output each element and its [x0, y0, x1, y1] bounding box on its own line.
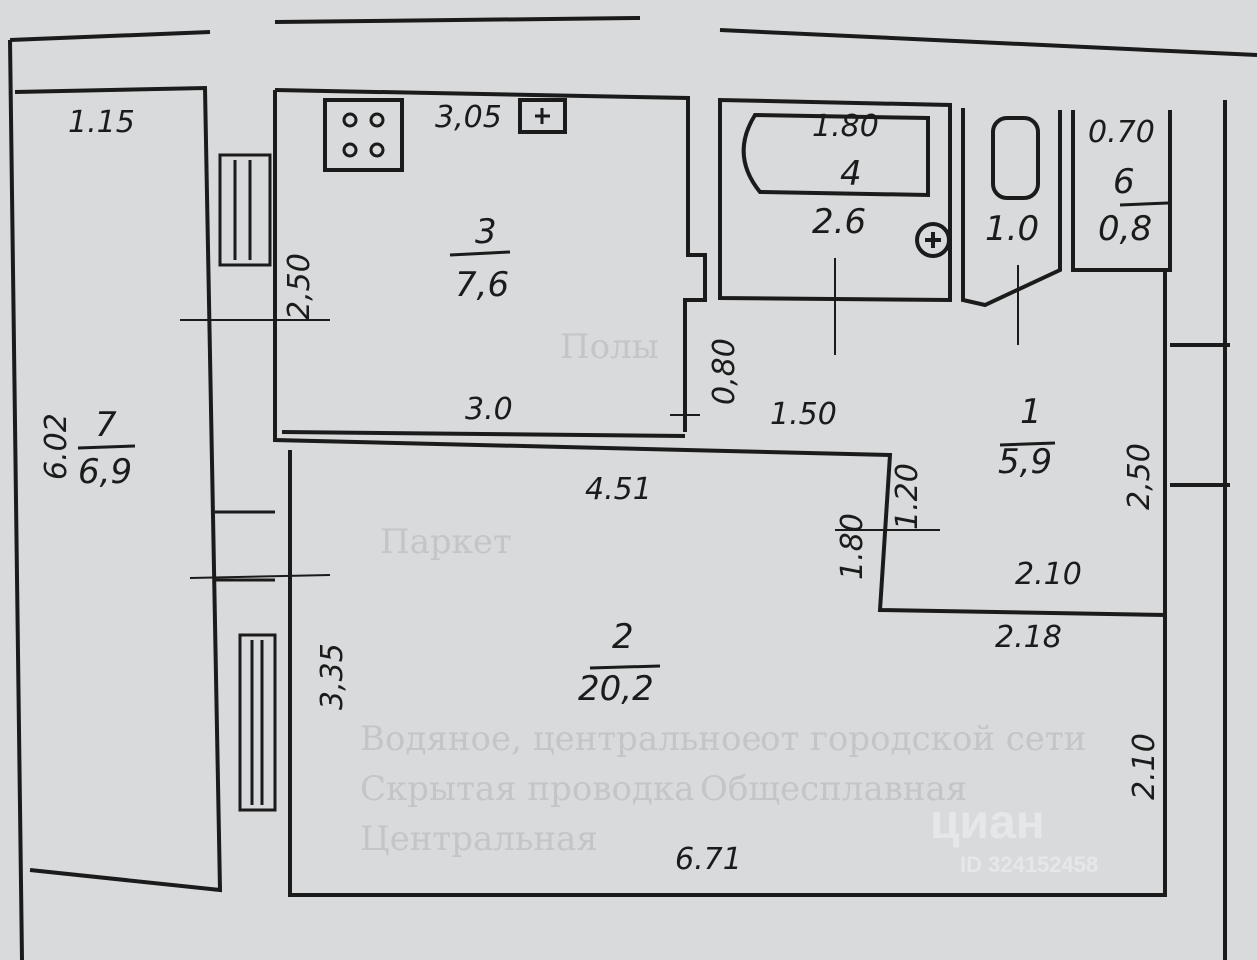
wc-wall	[961, 108, 1062, 308]
room-3-number: 3	[475, 212, 497, 252]
room-2-number: 2	[612, 617, 634, 657]
dim-room-right: 2.10	[1127, 733, 1162, 800]
background-text: Полы	[560, 327, 659, 367]
kitchen-wall	[274, 88, 707, 432]
dim-room-notch-b: 1.20	[890, 463, 925, 530]
room-6-area: 0,8	[1098, 209, 1153, 249]
room-3-area: 7,6	[455, 265, 510, 305]
dim-room-notch-d: 2.18	[995, 620, 1062, 655]
background-text: Паркет	[380, 522, 512, 562]
dim-room-notch-c: 2.10	[1015, 557, 1082, 592]
room-2-area: 20,2	[578, 669, 654, 709]
dim-loggia-side: 6.02	[39, 413, 74, 480]
dim-hall-bottom: 1.50	[770, 397, 837, 432]
kitchen-wall	[281, 430, 686, 438]
dim-bath-top: 1.80	[812, 109, 879, 144]
window	[218, 153, 272, 267]
kitchen-sink-icon	[518, 98, 567, 134]
room-1-number: 1	[1020, 392, 1042, 432]
background-text: Центральная	[360, 819, 598, 859]
bathroom-wall	[718, 97, 952, 303]
window	[238, 633, 277, 812]
window	[215, 510, 275, 582]
dim-room-bottom: 6.71	[675, 842, 742, 877]
outer-wall	[9, 16, 1257, 57]
room-4-area: 2.6	[812, 202, 867, 242]
dim-closet-top: 0.70	[1088, 115, 1155, 150]
outer-wall	[8, 39, 24, 960]
watermark-logo: циан	[930, 796, 1045, 849]
dim-room-notch-a: 1.80	[835, 513, 870, 580]
dim-kitchen-top: 3,05	[435, 100, 502, 135]
toilet-icon	[991, 116, 1040, 200]
dim-room-side-left: 3,35	[315, 643, 350, 710]
background-text: Водяное, центральное	[360, 719, 762, 759]
room-1-area: 5,9	[998, 442, 1053, 482]
sink-icon	[915, 222, 951, 258]
neighbor-wall	[1170, 100, 1230, 960]
background-text: от городской сети	[760, 719, 1087, 759]
wc-area: 1.0	[985, 209, 1040, 249]
room-6-number: 6	[1113, 162, 1135, 202]
room-wall	[273, 90, 1167, 897]
dim-kitchen-bottom: 3.0	[465, 392, 513, 427]
bathtub-icon	[741, 112, 930, 198]
room-7-area: 6,9	[78, 452, 133, 492]
loggia-wall	[14, 85, 223, 893]
sink-icon	[925, 232, 941, 248]
dim-hall-side: 2,50	[1122, 443, 1157, 510]
background-text: Общесплавная	[700, 769, 968, 809]
dim-room-top: 4.51	[585, 472, 652, 507]
room-7-number: 7	[95, 405, 117, 445]
dim-loggia-top: 1.15	[68, 105, 135, 140]
watermark-id: ID 324152458	[960, 852, 1099, 877]
closet-wall	[1071, 110, 1172, 272]
dim-kitchen-side: 2,50	[282, 253, 317, 320]
dim-hall-small: 0,80	[707, 338, 742, 405]
stove-icon	[323, 98, 404, 172]
room-4-number: 4	[840, 154, 862, 194]
background-text: Скрытая проводка	[360, 769, 695, 809]
